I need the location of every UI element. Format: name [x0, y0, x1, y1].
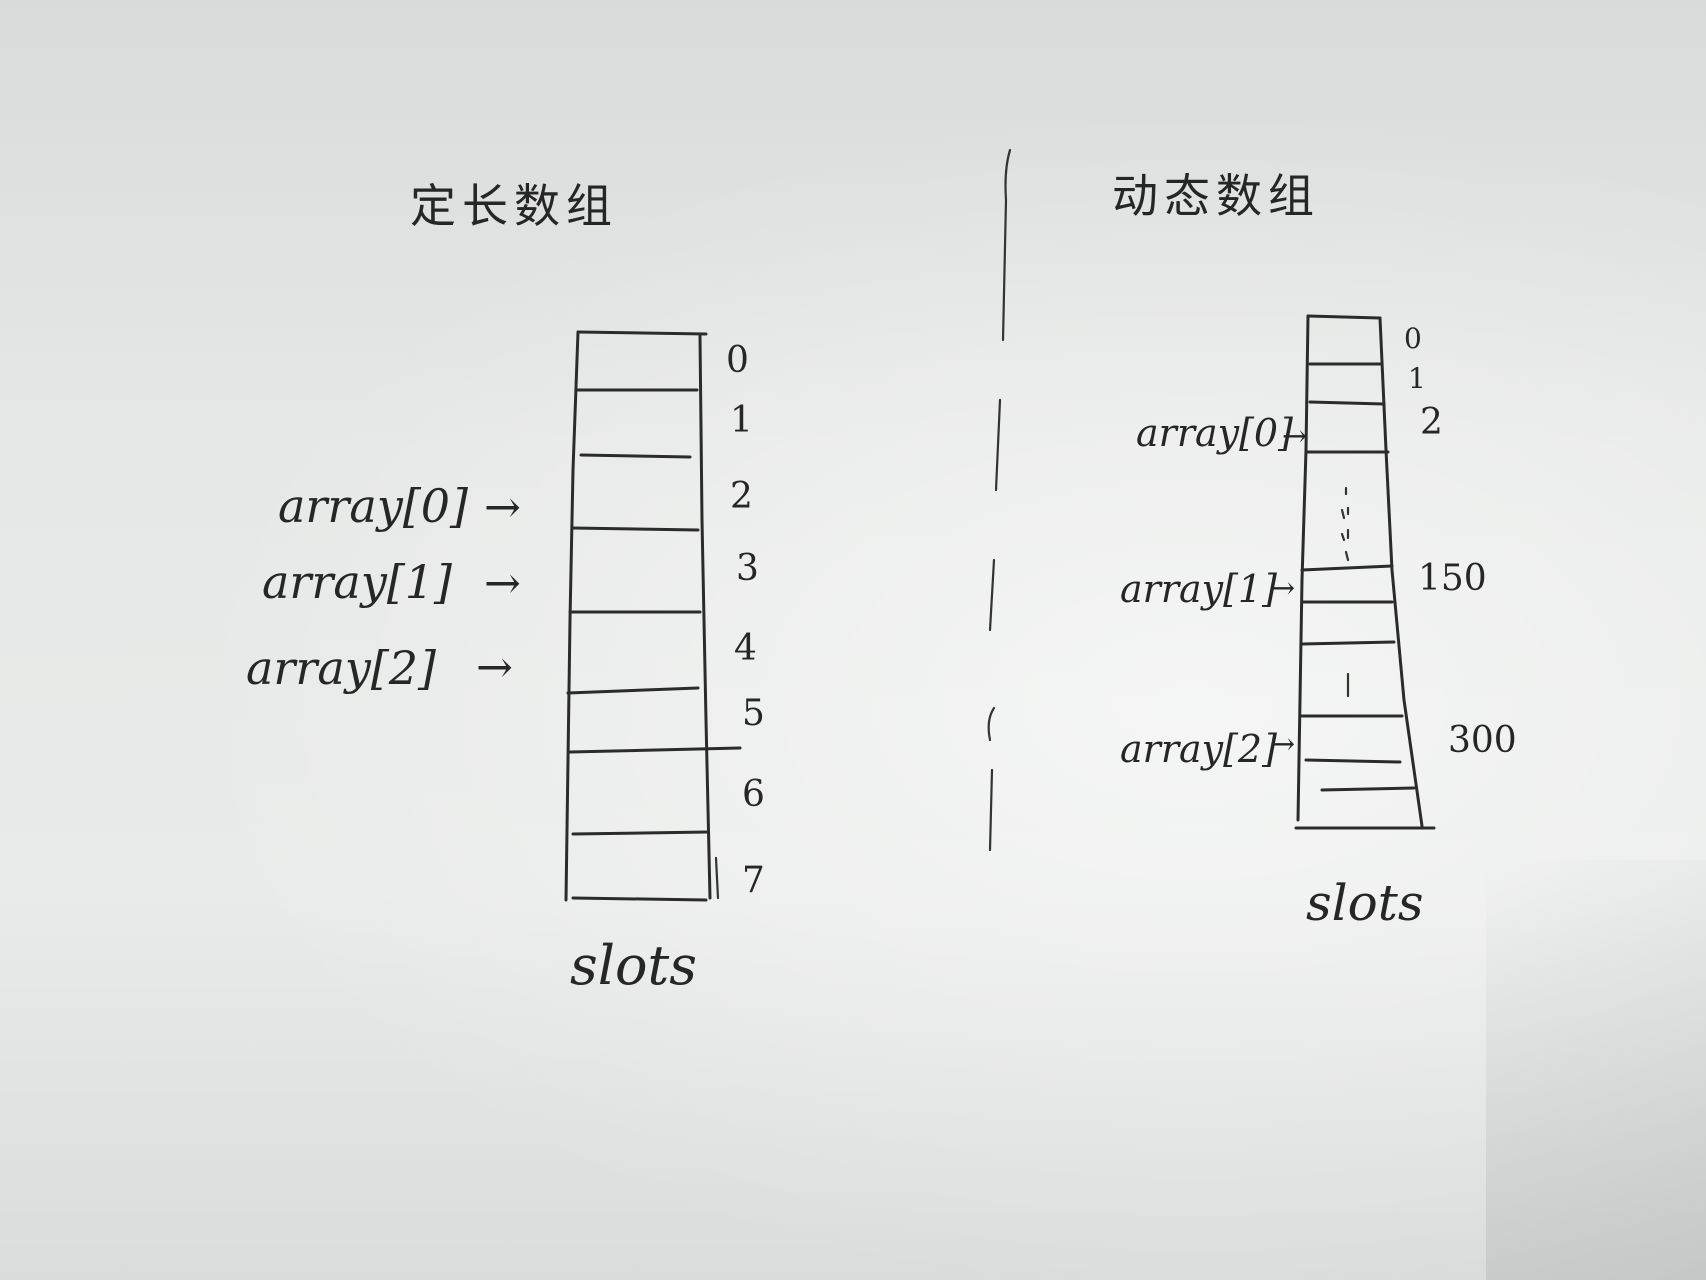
right-slot-index: 150	[1418, 558, 1487, 599]
left-slot-divider-2	[579, 453, 692, 459]
right-slot-index: 1	[1408, 362, 1426, 395]
left-box-left-edge	[564, 330, 580, 902]
left-slot-divider-7	[571, 830, 710, 836]
right-slot-divider-6	[1300, 640, 1396, 646]
divider-segment	[994, 398, 1002, 492]
paper-shadow	[1486, 860, 1706, 1280]
arrow-icon: →	[1270, 571, 1295, 606]
right-array-box	[1294, 314, 1436, 830]
left-slot-divider-6	[568, 746, 742, 754]
right-caption: slots	[1306, 874, 1424, 932]
right-panel: 动态数组 0 1 2 150 300	[1112, 169, 1517, 932]
arrow-icon: →	[484, 558, 521, 609]
left-pointer-list: array[0] → array[1] → array[2] →	[246, 479, 521, 695]
right-slot-divider-8	[1304, 758, 1402, 764]
right-slot-divider-4	[1300, 564, 1394, 572]
right-box-left-edge	[1296, 314, 1310, 822]
left-box-right-edge	[698, 334, 712, 900]
left-slot-index: 0	[726, 340, 749, 381]
divider-segment	[988, 768, 994, 852]
arrow-icon: →	[1282, 419, 1307, 454]
arrow-icon: →	[476, 642, 513, 693]
left-slot-index: 3	[736, 548, 759, 589]
left-title: 定长数组	[410, 179, 618, 233]
left-slot-index: 5	[742, 693, 765, 734]
right-pointer-label: array[2]	[1120, 727, 1277, 771]
left-panel: 定长数组 0 1 2 3 4 5 6 7	[246, 179, 765, 997]
left-pointer-label: array[2]	[246, 641, 436, 695]
left-pointer-label: array[0]	[278, 479, 468, 533]
arrow-icon: →	[484, 482, 521, 533]
left-array-box	[564, 330, 742, 902]
left-slot-index-list: 0 1 2 3 4 5 6 7	[726, 340, 765, 901]
left-slot-index: 4	[734, 628, 757, 669]
arrow-icon: →	[1270, 727, 1295, 762]
divider-segment	[988, 558, 996, 632]
left-pointer-label: array[1]	[262, 555, 452, 609]
left-box-bottom	[571, 896, 708, 902]
ellipsis-marks	[1340, 486, 1350, 562]
left-box-top	[576, 330, 708, 336]
right-pointer-list: array[0] → array[1] → array[2] →	[1120, 411, 1307, 771]
right-box-right-edge	[1378, 316, 1424, 828]
divider-segment	[987, 706, 996, 742]
right-pointer-label: array[0]	[1136, 411, 1293, 455]
left-slot-divider-5	[566, 686, 700, 695]
left-slot-index: 2	[730, 476, 753, 517]
left-slot-divider-3	[570, 526, 700, 532]
right-slot-divider-2	[1308, 400, 1386, 406]
divider-segment	[1001, 148, 1012, 342]
left-caption: slots	[570, 934, 697, 997]
left-slot-index: 7	[742, 860, 765, 901]
right-pointer-label: array[1]	[1120, 567, 1277, 611]
right-box-top	[1306, 314, 1382, 320]
right-slot-index-list: 0 1 2 150 300	[1404, 322, 1517, 761]
left-box-tick	[714, 856, 720, 900]
right-title: 动态数组	[1112, 169, 1320, 223]
right-slot-index: 300	[1448, 720, 1517, 761]
left-slot-index: 1	[730, 400, 753, 441]
right-slot-index: 2	[1420, 402, 1443, 443]
left-slot-index: 6	[742, 774, 765, 815]
panel-divider	[987, 148, 1012, 852]
right-slot-index: 0	[1404, 322, 1422, 355]
right-slot-divider-9	[1320, 786, 1416, 792]
